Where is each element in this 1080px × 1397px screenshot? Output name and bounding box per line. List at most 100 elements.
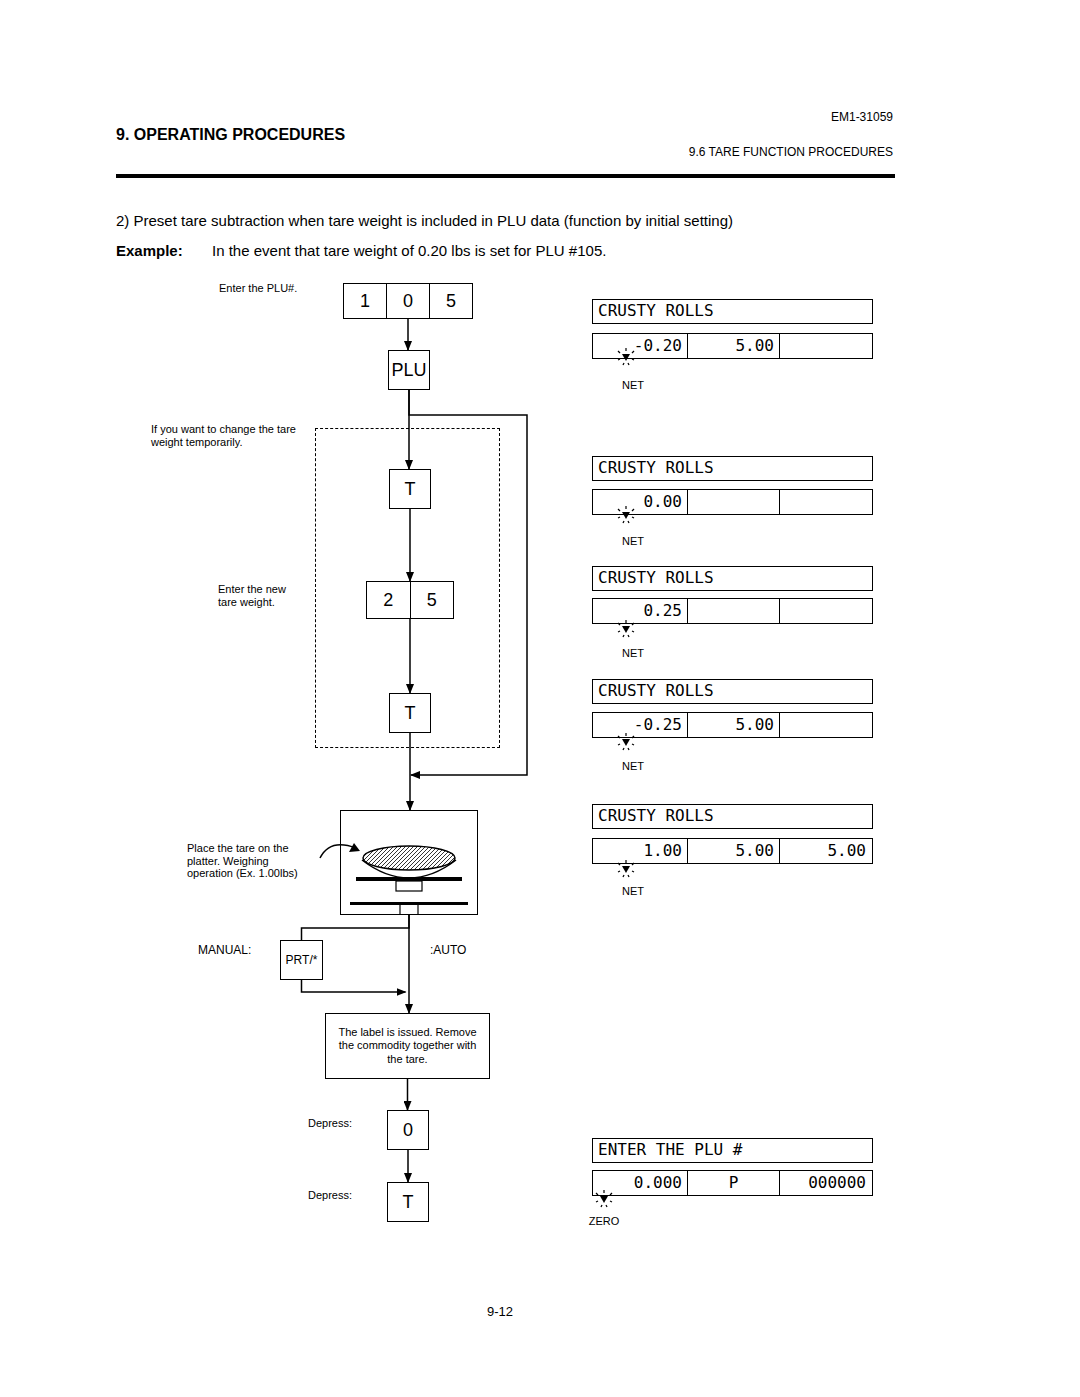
label-text: Enter the PLU#.	[219, 282, 339, 295]
flow-connector	[302, 915, 410, 940]
indicator-ray	[632, 631, 634, 632]
header-rule	[116, 174, 895, 178]
display-cell	[779, 713, 871, 737]
display-value: 5.00	[735, 336, 774, 355]
note-text: The label is issued. Remove the commodit…	[332, 1026, 483, 1066]
process-box: The label is issued. Remove the commodit…	[325, 1013, 490, 1079]
indicator-ray	[618, 871, 620, 872]
optional-step-region: T25TIf you want to change the tare weigh…	[315, 428, 500, 748]
key-cell: PLU	[389, 351, 429, 389]
display-bottom-row: 0.25	[592, 598, 873, 624]
indicator-triangle	[622, 626, 630, 633]
scale-base	[350, 902, 468, 905]
indicator-ray	[628, 363, 629, 365]
display-bottom-row: 1.005.005.00	[592, 838, 873, 864]
label-text: Example:	[116, 242, 216, 259]
key-cell: 2	[367, 582, 410, 618]
key-cell: 0	[388, 1111, 428, 1149]
label-text: NET	[613, 760, 653, 773]
display-value: 5.00	[735, 841, 774, 860]
display-cell	[779, 599, 871, 623]
key-cell: T	[390, 694, 430, 732]
label-text: NET	[613, 379, 653, 392]
indicator-ray	[625, 348, 626, 351]
key-box: PRT/*	[280, 940, 323, 980]
key-label: T	[403, 1192, 414, 1213]
flow-connector	[302, 980, 406, 992]
display-cell: P	[687, 1171, 779, 1195]
display-bottom-row: 0.00	[592, 489, 873, 515]
label-text: 9. OPERATING PROCEDURES	[116, 126, 516, 144]
flow-connector	[407, 1150, 409, 1182]
indicator-ray	[628, 748, 629, 750]
status-indicator	[618, 733, 634, 750]
label-text: Depress:	[276, 1189, 352, 1202]
display-value: 0.25	[643, 601, 682, 620]
display-top-row: CRUSTY ROLLS	[592, 299, 873, 324]
display-cell: -0.20	[593, 334, 687, 358]
display-top-row: CRUSTY ROLLS	[592, 679, 873, 704]
indicator-ray	[632, 351, 634, 353]
indicator-ray	[623, 875, 624, 877]
label-text: 9-12	[470, 1305, 530, 1320]
indicator-ray	[623, 635, 624, 637]
indicator-ray	[623, 521, 624, 523]
label-text: 2) Preset tare subtraction when tare wei…	[116, 212, 936, 229]
display-cell: 5.00	[687, 713, 779, 737]
indicator-ray	[625, 860, 626, 863]
indicator-ray	[628, 875, 629, 877]
display-bottom-row: -0.20 5.00	[592, 333, 873, 359]
key-label: 0	[403, 1120, 413, 1141]
key-box: 25	[366, 581, 454, 619]
key-box: 105	[343, 283, 473, 319]
tare-dish	[363, 846, 455, 870]
key-cell: T	[390, 470, 430, 508]
display-cell: 5.00	[779, 839, 871, 863]
key-label: PRT/*	[286, 953, 318, 967]
scale-illustration	[350, 846, 468, 914]
display-cell	[779, 334, 871, 358]
indicator-ray	[628, 521, 629, 523]
display-top-row: CRUSTY ROLLS	[592, 566, 873, 591]
key-label: 2	[383, 590, 393, 611]
indicator-ray	[632, 871, 634, 872]
key-label: T	[405, 703, 416, 724]
key-cell: PRT/*	[281, 941, 322, 979]
status-indicator	[618, 860, 634, 877]
key-label: 5	[427, 590, 437, 611]
key-box: T	[389, 693, 431, 733]
display-top-row: ENTER THE PLU #	[592, 1138, 873, 1163]
display-value: 0.00	[643, 492, 682, 511]
indicator-triangle	[622, 739, 630, 746]
indicator-triangle	[622, 512, 630, 519]
display-value: 000000	[808, 1173, 866, 1192]
indicator-ray	[596, 1193, 598, 1195]
display-cell: 0.25	[593, 599, 687, 623]
flow-connector	[408, 915, 410, 1013]
flow-connector	[409, 619, 411, 693]
flow-connector	[407, 319, 409, 350]
indicator-ray	[632, 359, 634, 360]
region-heading: If you want to change the tare weight te…	[151, 423, 301, 448]
display-top-row: CRUSTY ROLLS	[592, 804, 873, 829]
display-bottom-row: 0.000P000000	[592, 1170, 873, 1196]
display-bottom-row: -0.255.00	[592, 712, 873, 738]
display-cell: 000000	[779, 1171, 871, 1195]
label-text: EM1-31059	[693, 111, 893, 125]
indicator-ray	[610, 1193, 612, 1195]
indicator-ray	[625, 733, 626, 736]
indicator-ray	[610, 1201, 612, 1202]
indicator-ray	[618, 359, 620, 360]
key-label: 5	[446, 291, 456, 312]
display-text: ENTER THE PLU #	[598, 1140, 743, 1159]
status-indicator	[596, 1190, 612, 1207]
key-cell: 5	[410, 582, 454, 618]
label-text: MANUAL:	[198, 944, 273, 958]
scale-box: Place the tare on the platter. Weighing …	[340, 810, 478, 915]
display-cell: 0.00	[593, 490, 687, 514]
display-text: CRUSTY ROLLS	[598, 806, 714, 825]
leader-arrowhead	[349, 843, 360, 852]
indicator-ray	[632, 517, 634, 518]
indicator-ray	[601, 1205, 602, 1207]
